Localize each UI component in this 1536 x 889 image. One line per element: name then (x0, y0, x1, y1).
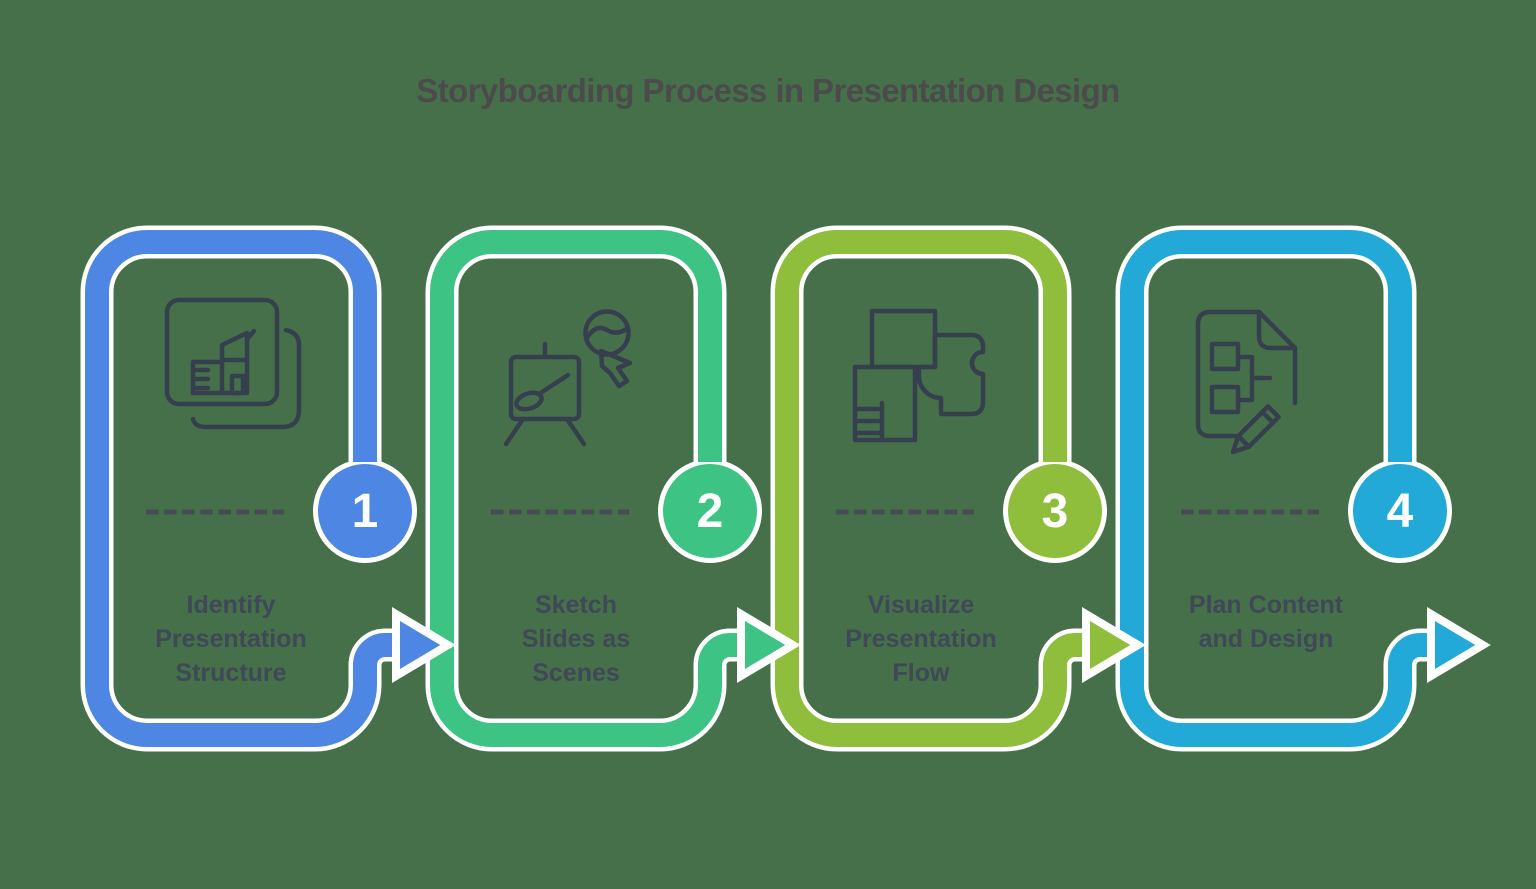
step-4-label: Plan Content and Design (1188, 591, 1344, 653)
step-card-1 (80, 225, 456, 752)
card-4-border (1120, 230, 1433, 747)
card-1-border (85, 230, 398, 747)
step-2-circle (663, 464, 757, 558)
arrow-4-icon (1427, 606, 1491, 684)
step-1-label: Identify Presentation Structure (155, 591, 307, 687)
page-title: Storyboarding Process in Presentation De… (416, 72, 1120, 109)
arrow-2-icon (737, 606, 801, 684)
document-pencil-icon (1195, 309, 1298, 455)
step-card-3 (770, 225, 1146, 752)
blueprint-document-icon (164, 297, 302, 430)
step-3-circle (1008, 464, 1102, 558)
step-1-number: 1 (351, 484, 379, 538)
step-4-circle (1353, 464, 1447, 558)
arrow-3-icon (1082, 606, 1146, 684)
step-2-label: Sketch Slides as Scenes (521, 591, 631, 687)
arrow-1-icon (392, 606, 456, 684)
floor-plan-icon (852, 308, 986, 443)
step-4-number: 4 (1386, 484, 1414, 538)
step-2-number: 2 (696, 484, 724, 538)
step-card-2 (425, 225, 801, 752)
step-1-circle (318, 464, 412, 558)
card-2-border (430, 230, 743, 747)
easel-artist-icon (503, 309, 633, 447)
step-3-number: 3 (1041, 484, 1069, 538)
card-3-border (775, 230, 1088, 747)
step-card-4 (1115, 225, 1491, 752)
step-3-label: Visualize Presentation Flow (845, 591, 997, 687)
